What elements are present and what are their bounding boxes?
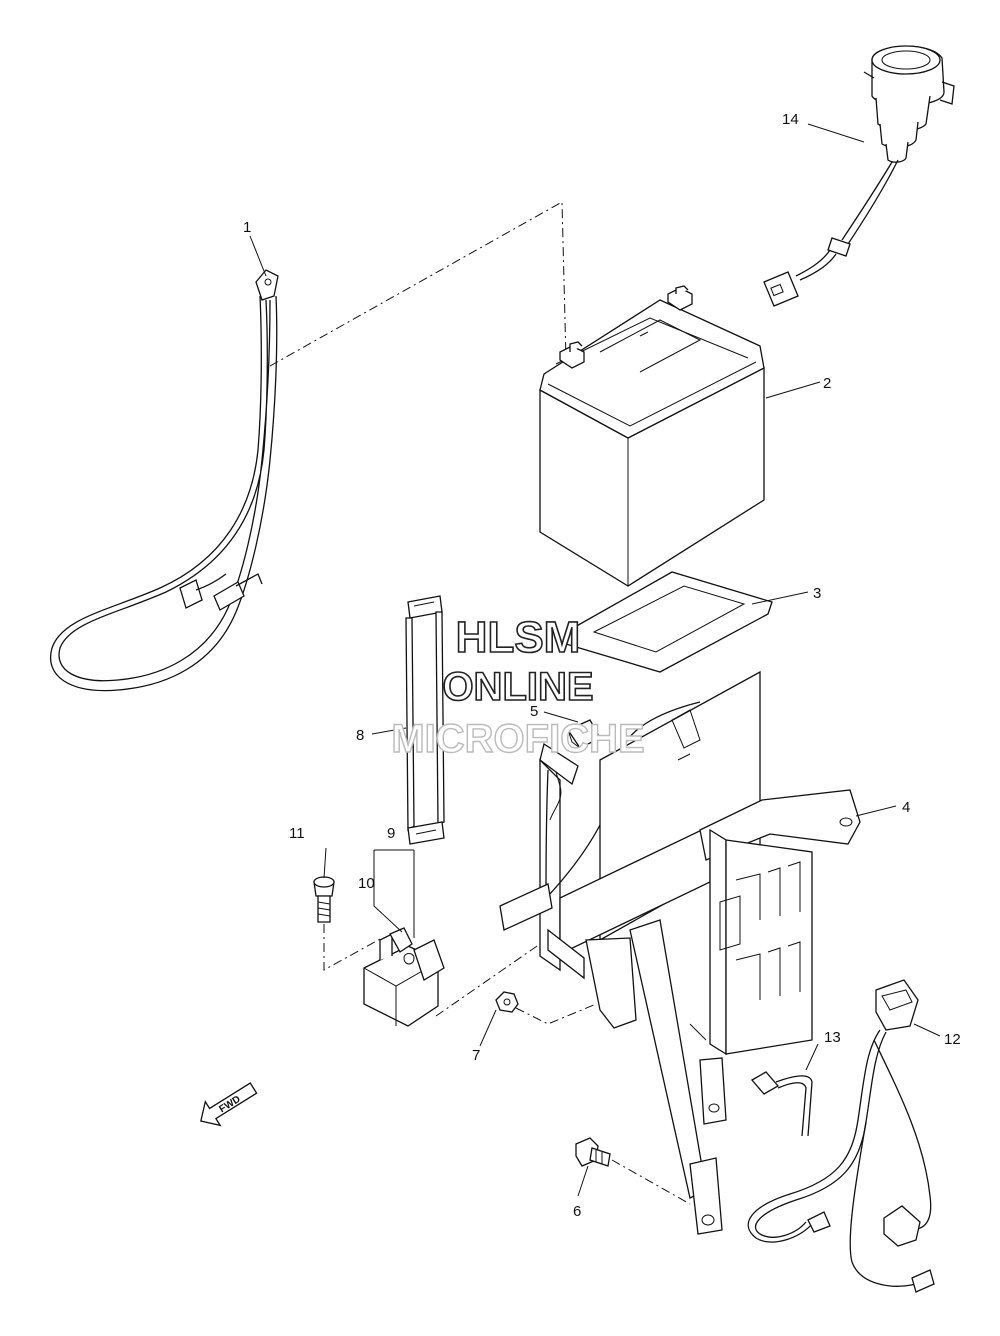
part-label-7: 7 bbox=[472, 1047, 480, 1064]
bolt-part-11 bbox=[313, 876, 335, 923]
part-label-2: 2 bbox=[823, 375, 831, 392]
part-label-4: 4 bbox=[902, 799, 910, 816]
starter-relay-part bbox=[363, 849, 445, 1027]
part-label-6: 6 bbox=[573, 1203, 581, 1220]
nut-part bbox=[495, 991, 519, 1013]
part-label-14: 14 bbox=[782, 111, 799, 128]
accessory-socket-part bbox=[763, 45, 955, 307]
callout-leaders bbox=[249, 123, 941, 1197]
harness-part bbox=[747, 979, 935, 1293]
battery-part bbox=[539, 285, 765, 587]
battery-pad-part bbox=[565, 571, 773, 673]
part-label-9: 9 bbox=[387, 825, 395, 842]
sensor-lead-part bbox=[750, 1071, 813, 1137]
watermark-line-2: ONLINE bbox=[442, 665, 593, 709]
wire-lead-part bbox=[50, 269, 279, 692]
part-label-13: 13 bbox=[824, 1029, 841, 1046]
forward-arrow-icon: FWD bbox=[200, 1082, 258, 1127]
watermark-line-1: HLSM bbox=[456, 613, 581, 662]
part-label-5: 5 bbox=[530, 703, 538, 720]
bolt-part-6 bbox=[575, 1137, 611, 1167]
part-label-8: 8 bbox=[356, 727, 364, 744]
battery-band-part bbox=[405, 595, 445, 845]
watermark-line-3: MICROFICHE bbox=[391, 717, 644, 761]
part-label-3: 3 bbox=[813, 585, 821, 602]
battery-box-part bbox=[499, 670, 861, 1235]
clip-part bbox=[567, 719, 601, 749]
part-label-1: 1 bbox=[243, 219, 251, 236]
part-label-11: 11 bbox=[289, 825, 305, 842]
part-label-12: 12 bbox=[944, 1031, 961, 1048]
part-label-10: 10 bbox=[358, 875, 375, 892]
